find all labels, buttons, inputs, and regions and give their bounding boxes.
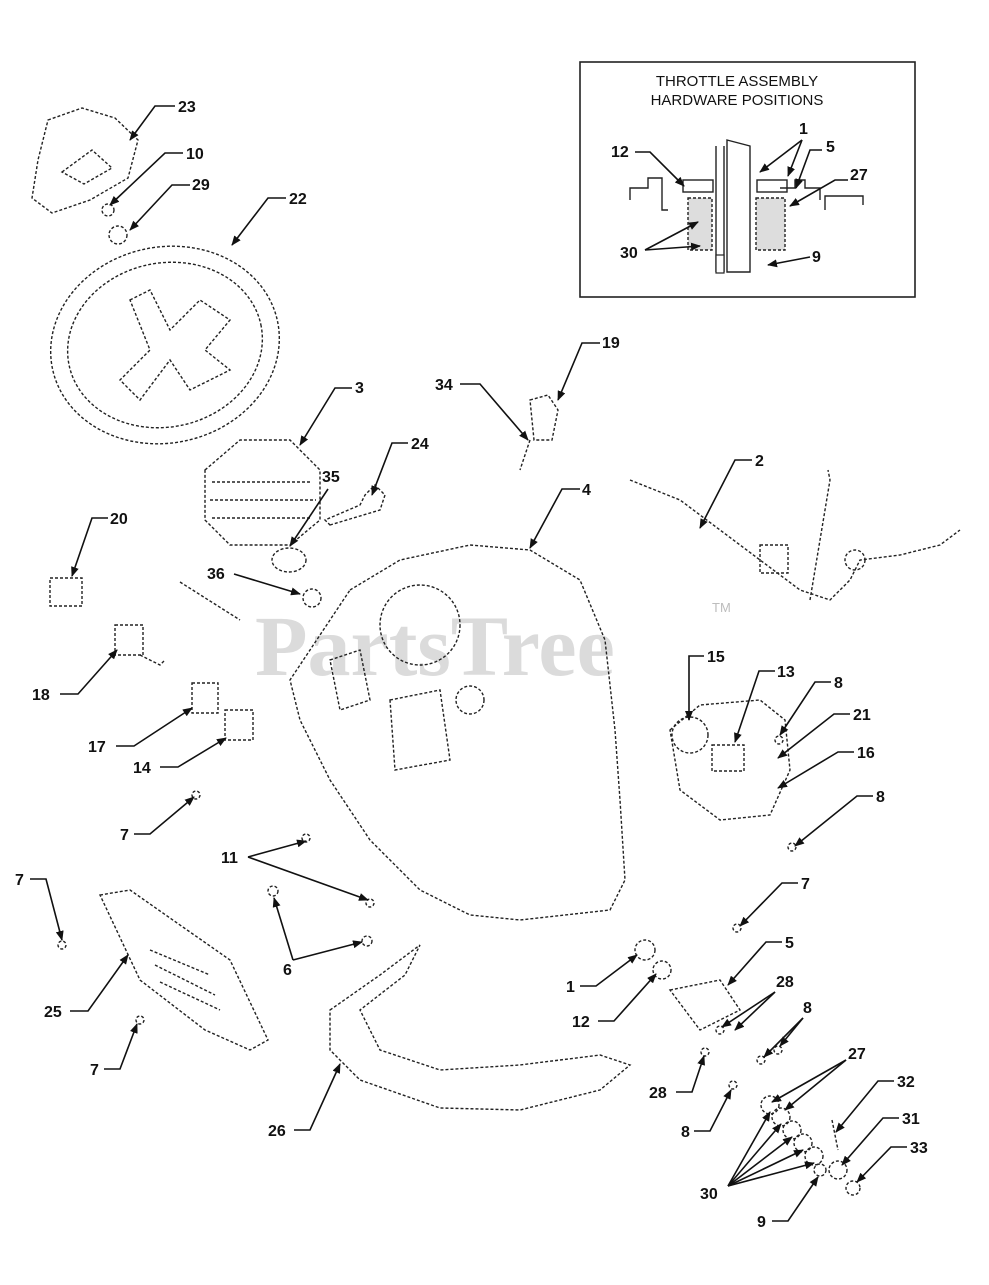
callout-14: 14 (133, 760, 151, 777)
inset-drawing (629, 139, 864, 274)
inset-title-line2: HARDWARE POSITIONS (651, 92, 824, 109)
callout-group: 23 10 29 22 3 34 19 24 2 35 4 20 (15, 99, 928, 1231)
trim-part (329, 944, 632, 1111)
steering-wheel-part (49, 245, 281, 445)
callout-4: 4 (582, 482, 591, 499)
lever-part (323, 484, 386, 526)
inset-callout-30: 30 (620, 245, 638, 262)
callout-35: 35 (322, 469, 340, 486)
callout-8c: 8 (803, 1000, 812, 1017)
callout-5: 5 (785, 935, 794, 952)
callout-26: 26 (268, 1123, 286, 1140)
inset-callout-1: 1 (799, 121, 808, 138)
inset-callout-5: 5 (826, 139, 835, 156)
callout-11: 11 (221, 850, 238, 867)
throttle-inset: THROTTLE ASSEMBLY HARDWARE POSITIONS 1 5… (579, 61, 916, 298)
callout-27: 27 (848, 1046, 866, 1063)
callout-34: 34 (435, 377, 453, 394)
inset-callout-9: 9 (812, 249, 821, 266)
callout-22: 22 (289, 191, 307, 208)
callout-28b: 28 (649, 1085, 667, 1102)
callout-15: 15 (707, 649, 725, 666)
callout-7a: 7 (120, 827, 129, 844)
callout-7d: 7 (90, 1062, 99, 1079)
throttle-hardware-stack (634, 939, 656, 961)
callout-12: 12 (572, 1014, 590, 1031)
inset-callout-27: 27 (850, 167, 868, 184)
callout-18: 18 (32, 687, 50, 704)
callout-7c: 7 (801, 876, 810, 893)
callout-19: 19 (602, 335, 620, 352)
callout-24: 24 (411, 436, 429, 453)
inset-frame (579, 61, 916, 298)
callout-17: 17 (88, 739, 106, 756)
callout-31: 31 (902, 1111, 920, 1128)
callout-9: 9 (757, 1214, 766, 1231)
emblem-part (31, 107, 139, 214)
callout-8b: 8 (876, 789, 885, 806)
callout-6: 6 (283, 962, 292, 979)
steering-boot-part (204, 439, 321, 546)
dash-panel-part (289, 544, 626, 921)
callout-10: 10 (186, 146, 204, 163)
watermark-text: PartsTree (255, 598, 615, 694)
callout-33: 33 (910, 1140, 928, 1157)
parts-outlines (31, 107, 961, 1196)
inset-callout-12: 12 (611, 144, 629, 161)
callout-2: 2 (755, 453, 764, 470)
inset-title-line1: THROTTLE ASSEMBLY (656, 73, 818, 90)
callout-1: 1 (566, 979, 575, 996)
callout-8d: 8 (681, 1124, 690, 1141)
callout-32: 32 (897, 1074, 915, 1091)
callout-29: 29 (192, 177, 210, 194)
gauge-panel-part (669, 699, 791, 821)
callout-25: 25 (44, 1004, 62, 1021)
callout-30: 30 (700, 1186, 718, 1203)
callout-16: 16 (857, 745, 875, 762)
callout-3: 3 (355, 380, 364, 397)
callout-28a: 28 (776, 974, 794, 991)
inset-callouts: 1 5 12 27 30 9 (611, 121, 868, 268)
callout-36: 36 (207, 566, 225, 583)
watermark-tm: TM (712, 600, 731, 615)
cover-plate-part (98, 889, 269, 1051)
callout-13: 13 (777, 664, 795, 681)
switch-20-part (49, 577, 83, 607)
callout-20: 20 (110, 511, 128, 528)
callout-23: 23 (178, 99, 196, 116)
callout-7b: 7 (15, 872, 24, 889)
callout-8a: 8 (834, 675, 843, 692)
wiring-harness-part (629, 479, 961, 601)
callout-21: 21 (853, 707, 871, 724)
